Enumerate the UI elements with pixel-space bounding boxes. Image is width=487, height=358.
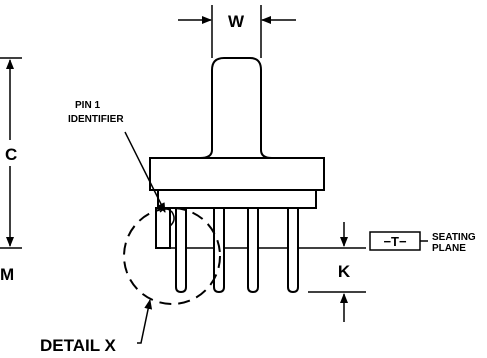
detail-x-circle	[123, 207, 221, 305]
pin1-label-line2: IDENTIFIER	[68, 114, 124, 125]
height-dimension: C	[0, 57, 22, 249]
pin1-label-line1: PIN 1	[75, 100, 100, 111]
lead-3	[247, 207, 259, 294]
leads	[155, 207, 316, 294]
partial-m-label: M	[0, 265, 14, 284]
k-dimension: K	[308, 222, 366, 322]
tab-outline	[199, 57, 273, 159]
height-label: C	[5, 145, 17, 164]
package-base	[157, 189, 317, 209]
seating-label-line2: PLANE	[432, 243, 466, 254]
width-label: W	[228, 12, 245, 31]
pin1-leader	[124, 131, 166, 213]
seating-label-line1: SEATING	[432, 232, 476, 243]
width-dimension: W	[178, 5, 296, 58]
k-label: K	[338, 262, 351, 281]
seating-plane-datum: −T− SEATING PLANE	[369, 231, 476, 254]
detail-leader	[137, 299, 153, 344]
lead-1	[155, 207, 171, 249]
lead-1-bent	[175, 207, 187, 294]
package-body	[149, 157, 325, 191]
detail-x-label: DETAIL X	[40, 336, 117, 355]
lead-4	[287, 207, 299, 294]
datum-label: −T−	[383, 234, 407, 249]
